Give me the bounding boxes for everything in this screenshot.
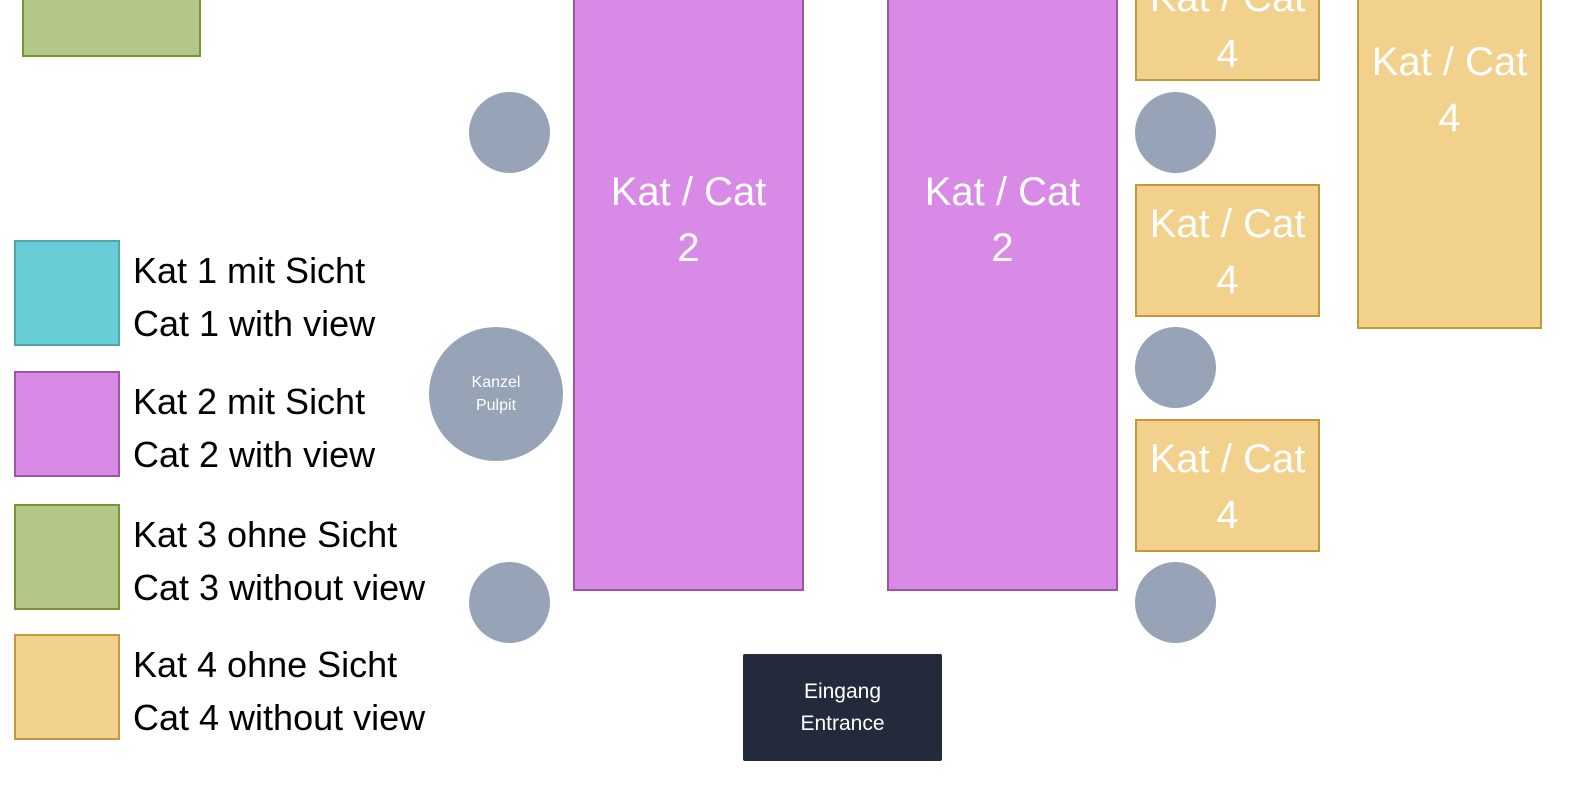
pulpit-label-de: Kanzel	[471, 374, 521, 391]
block-label: Kat / Cat	[924, 170, 1081, 214]
block-number: 4	[1216, 258, 1239, 302]
pillar-icon	[469, 92, 550, 173]
block-number: 4	[1216, 493, 1239, 537]
pillar-icon	[1135, 92, 1216, 173]
block-number: 4	[1438, 96, 1461, 140]
cat4-seating-block-side-bottom[interactable]: Kat / Cat 4	[1135, 419, 1320, 552]
legend-swatch-cat4	[14, 634, 120, 740]
cat2-seating-block-left[interactable]: Kat / Cat 2	[573, 0, 804, 591]
legend-label-de: Kat 3 ohne Sicht	[133, 514, 398, 555]
legend-item-cat1: Kat 1 mit Sicht Cat 1 with view	[14, 240, 474, 346]
legend-swatch-cat1	[14, 240, 120, 346]
cat2-seating-block-right[interactable]: Kat / Cat 2	[887, 0, 1118, 591]
legend-label-de: Kat 4 ohne Sicht	[133, 644, 398, 685]
legend-item-cat2: Kat 2 mit Sicht Cat 2 with view	[14, 371, 474, 477]
block-number: 4	[1216, 32, 1239, 76]
pulpit-label-en: Pulpit	[475, 397, 517, 414]
block-label: Kat / Cat	[1150, 0, 1306, 26]
pillar-icon	[1135, 327, 1216, 408]
legend-label-de: Kat 1 mit Sicht	[133, 250, 366, 291]
legend-label-en: Cat 2 with view	[133, 434, 376, 475]
legend-item-cat4: Kat 4 ohne Sicht Cat 4 without view	[14, 634, 474, 740]
legend-label-en: Cat 4 without view	[133, 697, 426, 738]
cat4-seating-block-far-right[interactable]: Kat / Cat 4	[1357, 0, 1542, 329]
cat4-seating-block-side-mid[interactable]: Kat / Cat 4	[1135, 184, 1320, 317]
legend-swatch-cat3	[14, 504, 120, 610]
block-label: Kat / Cat	[1149, 202, 1306, 246]
legend-label-en: Cat 1 with view	[133, 303, 376, 344]
block-number: 2	[991, 226, 1014, 270]
block-label: Kat / Cat	[1149, 437, 1306, 481]
entrance-label-en: Entrance	[800, 711, 885, 735]
block-number: 2	[677, 226, 700, 270]
legend-item-cat3: Kat 3 ohne Sicht Cat 3 without view	[14, 504, 474, 610]
legend-swatch-cat2	[14, 371, 120, 477]
entrance-label-de: Eingang	[803, 679, 882, 703]
pillar-icon	[469, 562, 550, 643]
legend-label-en: Cat 3 without view	[133, 567, 426, 608]
cat3-seating-block-top[interactable]	[22, 0, 201, 57]
legend-label-de: Kat 2 mit Sicht	[133, 381, 366, 422]
block-label: Kat / Cat	[610, 170, 767, 214]
entrance[interactable]: Eingang Entrance	[743, 654, 942, 761]
block-label: Kat / Cat	[1371, 40, 1528, 84]
pillar-icon	[1135, 562, 1216, 643]
cat4-seating-block-side-top[interactable]: Kat / Cat 4	[1135, 0, 1320, 81]
pulpit: Kanzel Pulpit	[429, 327, 563, 461]
